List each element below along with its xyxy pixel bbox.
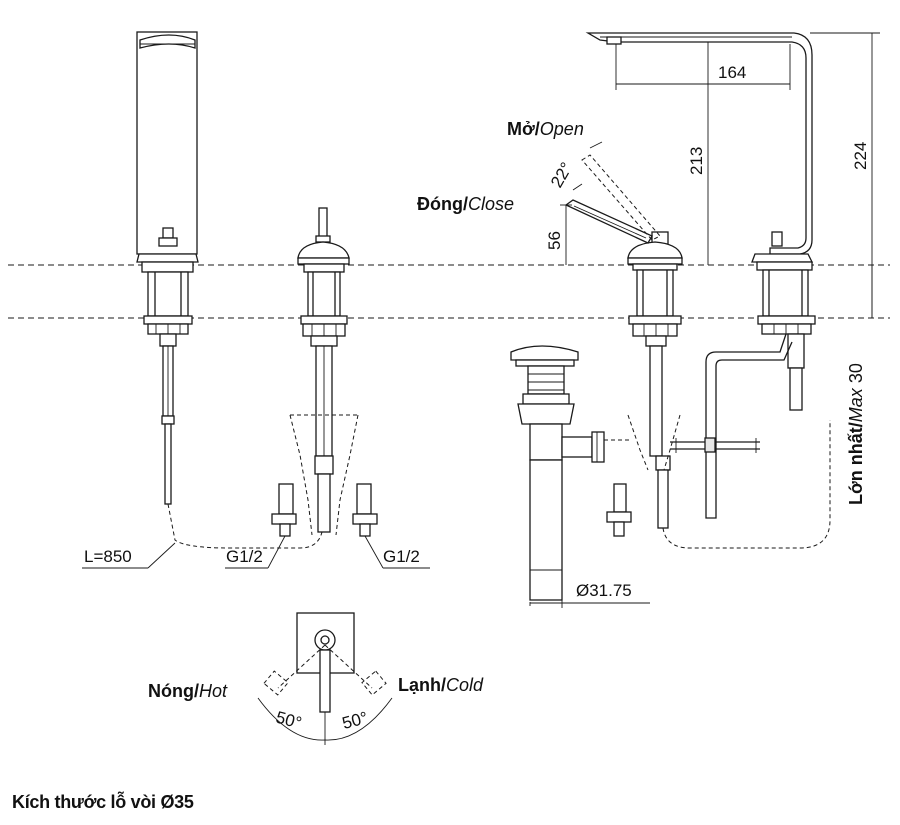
drain-diameter-label: Ø31.75 — [576, 581, 632, 600]
dimension-open-angle: 22° — [547, 141, 603, 191]
dimension-inlet-right: G1/2 — [364, 535, 430, 569]
dimension-max-thickness: Lớn nhất/Max 30 — [846, 265, 873, 505]
front-view-faucet — [136, 31, 199, 505]
dimension-inlet-left: G1/2 — [225, 535, 286, 569]
spout-height-label: 213 — [687, 147, 706, 175]
open-label: Mở/Open — [507, 119, 584, 139]
dimension-total-height: 224 — [810, 32, 880, 318]
hose-length-label: L=850 — [84, 547, 132, 566]
dimension-hose-length: L=850 — [82, 542, 176, 569]
hot-angle-label: 50° — [274, 708, 304, 733]
dimension-drain-diameter: Ø31.75 — [529, 581, 650, 608]
countertop-lines — [8, 264, 890, 319]
hot-label: Nóng/Hot — [148, 681, 228, 701]
total-height-label: 224 — [851, 142, 870, 170]
spout-reach-label: 164 — [718, 63, 746, 82]
close-label: Đóng/Close — [417, 194, 514, 214]
dimension-spout-reach: 164 — [615, 44, 791, 90]
top-view-handle: 50° 50° — [257, 612, 393, 745]
dimension-spout-height: 213 — [687, 42, 709, 265]
inlet-right-label: G1/2 — [383, 547, 420, 566]
open-angle-label: 22° — [547, 159, 576, 191]
inlet-left-label: G1/2 — [226, 547, 263, 566]
lever-height-label: 56 — [545, 231, 564, 250]
max-thickness-label: Lớn nhất/Max 30 — [846, 363, 866, 505]
right-view-spout — [564, 32, 831, 549]
cold-label: Lạnh/Cold — [398, 675, 484, 695]
footnote: Kích thước lỗ vòi Ø35 — [12, 792, 194, 812]
pop-up-drain — [510, 345, 630, 601]
side-view-faucet — [167, 207, 378, 549]
dimension-lever-height: 56 — [545, 204, 572, 265]
cold-angle-label: 50° — [340, 708, 370, 733]
